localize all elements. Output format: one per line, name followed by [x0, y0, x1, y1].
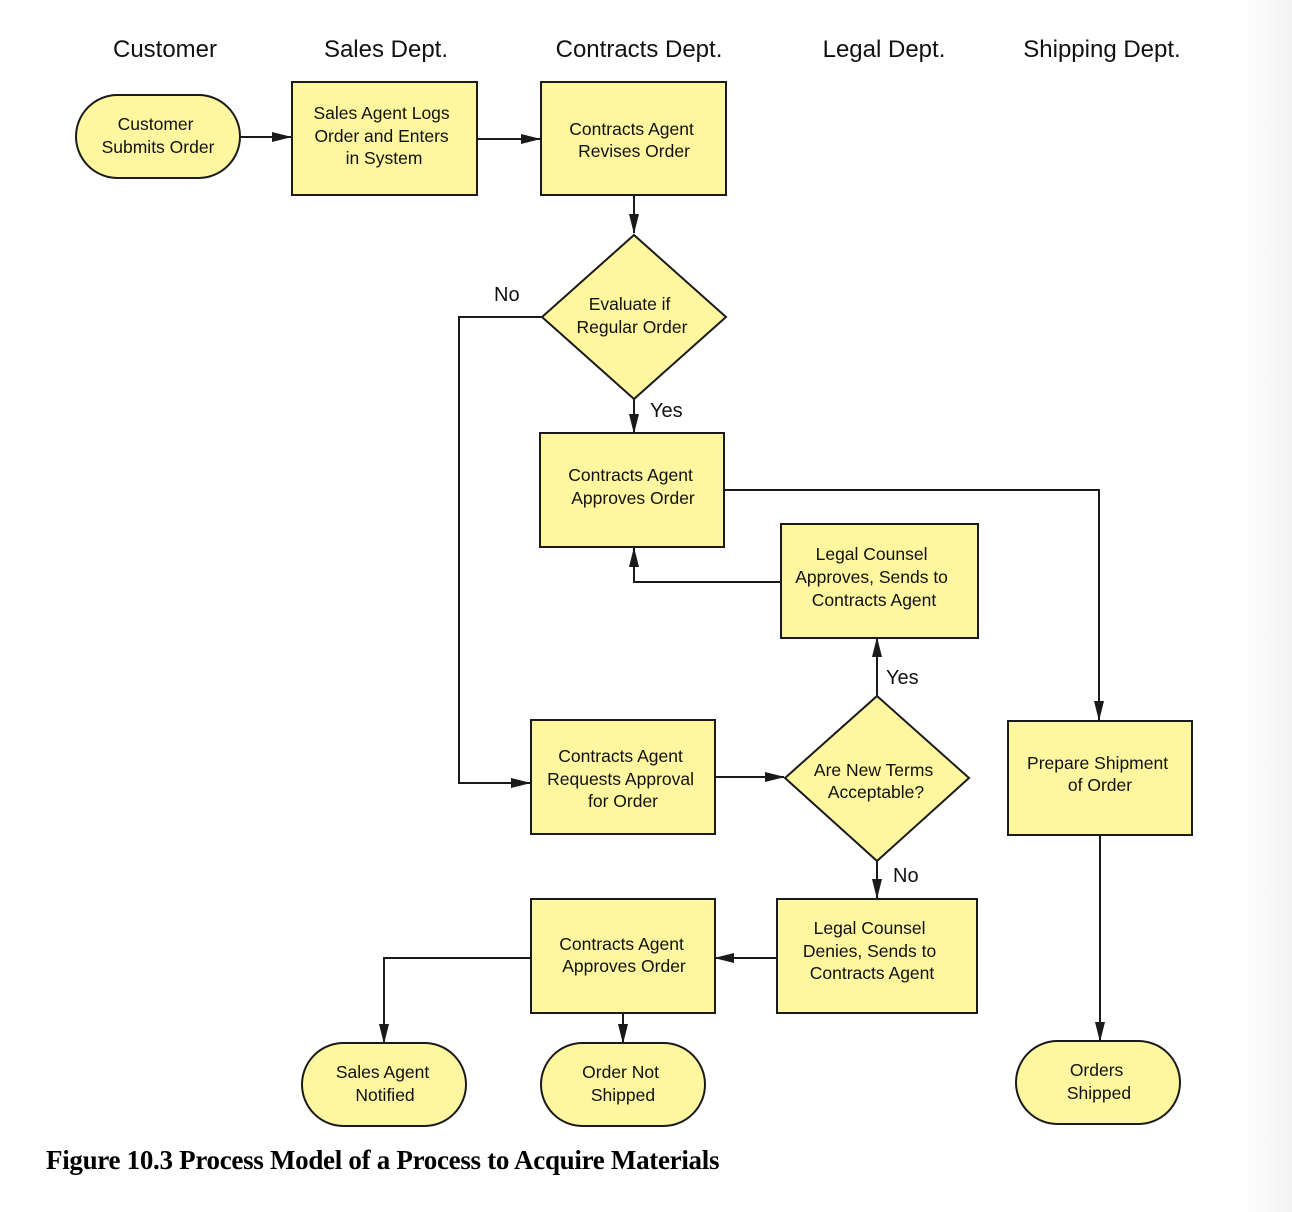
svg-text:Legal Counsel Approves,: Legal Counsel Approves, Sends to Contrac… [795, 544, 953, 610]
node-sales-notified-line-2: Notified [355, 1085, 414, 1105]
svg-text:Prepare Shipment of Orde: Prepare Shipment of Order [1027, 753, 1173, 795]
lane-header-sales: Sales Dept. [324, 36, 448, 63]
node-legal-denies-line-3: Contracts Agent [810, 963, 935, 983]
edge-approves2-to-notified [379, 957, 531, 1044]
svg-text:Contracts Agent Requests: Contracts Agent Requests Approval for Or… [547, 746, 699, 811]
svg-text:Legal Counsel Denies, Se: Legal Counsel Denies, Sends to Contracts… [803, 918, 941, 983]
svg-text:Orders Shipped: Orders Shipped [1067, 1060, 1131, 1103]
edge-approves-to-shipment [724, 489, 1104, 721]
svg-text:Sales Agent Notified: Sales Agent Notified [336, 1062, 434, 1105]
edges [240, 132, 1105, 1044]
node-contracts-approves-1: Contracts Agent Approves Order [539, 432, 725, 548]
node-contracts-revises-line-1: Contracts Agent [569, 119, 694, 139]
node-sales-logs-line-2: Order and Enters [314, 126, 448, 146]
node-customer-submits: Customer Submits Order [75, 94, 241, 179]
node-new-terms-line-1: Are New Terms [814, 760, 934, 780]
edge-legal-approves-to-approves [629, 547, 781, 583]
svg-text:Contracts Agent Revises: Contracts Agent Revises Order [569, 119, 698, 161]
lane-header-contracts: Contracts Dept. [556, 36, 723, 63]
node-orders-shipped: Orders Shipped [1015, 1040, 1181, 1125]
node-contracts-approves-2-line-1: Contracts Agent [559, 934, 684, 954]
node-contracts-revises: Contracts Agent Revises Order [540, 81, 727, 196]
edge-label-terms-yes: Yes [886, 667, 919, 689]
edge-label-evaluate-yes: Yes [650, 400, 683, 422]
node-sales-notified-line-1: Sales Agent [336, 1062, 430, 1082]
figure-caption: Figure 10.3 Process Model of a Process t… [46, 1145, 720, 1175]
lane-header-customer: Customer [113, 36, 217, 63]
node-legal-approves: Legal Counsel Approves, Sends to Contrac… [780, 523, 979, 639]
node-sales-logs: Sales Agent Logs Order and Enters in Sys… [291, 81, 478, 196]
node-legal-approves-line-1: Legal Counsel [816, 544, 928, 564]
svg-text:Sales Agent Logs Order a: Sales Agent Logs Order and Enters in Sys… [313, 103, 454, 168]
node-orders-shipped-line-2: Shipped [1067, 1083, 1131, 1103]
lane-header-legal: Legal Dept. [823, 36, 946, 63]
node-sales-notified: Sales Agent Notified [301, 1042, 467, 1127]
node-contracts-requests-line-2: Requests Approval [547, 769, 694, 789]
node-contracts-approves-2-line-2: Approves Order [562, 956, 686, 976]
node-legal-approves-line-2: Approves, Sends to [795, 567, 948, 587]
svg-text:Evaluate if Regular Orde: Evaluate if Regular Order [577, 294, 688, 337]
node-order-not-shipped-line-1: Order Not [582, 1062, 659, 1082]
svg-text:Customer Submits Order: Customer Submits Order [102, 114, 215, 157]
node-evaluate-regular-line-1: Evaluate if [589, 294, 671, 314]
node-contracts-requests: Contracts Agent Requests Approval for Or… [530, 719, 716, 835]
node-new-terms: Are New Terms Acceptable? [783, 694, 971, 863]
node-contracts-requests-line-1: Contracts Agent [558, 746, 683, 766]
node-sales-logs-line-1: Sales Agent Logs [313, 103, 449, 123]
node-legal-denies-line-2: Denies, Sends to [803, 941, 936, 961]
node-contracts-approves-1-line-1: Contracts Agent [568, 465, 693, 485]
node-sales-logs-line-3: in System [346, 148, 423, 168]
node-prepare-shipment-line-1: Prepare Shipment [1027, 753, 1168, 773]
node-legal-approves-line-3: Contracts Agent [812, 590, 937, 610]
node-orders-shipped-line-1: Orders [1070, 1060, 1124, 1080]
svg-text:Are New Terms Acceptable: Are New Terms Acceptable? [814, 760, 938, 802]
node-prepare-shipment: Prepare Shipment of Order [1007, 720, 1193, 836]
svg-text:Order Not Shipped: Order Not Shipped [582, 1062, 664, 1105]
edge-evaluate-no [458, 316, 542, 788]
node-new-terms-line-2: Acceptable? [828, 782, 925, 802]
edge-label-terms-no: No [893, 865, 919, 887]
node-legal-denies: Legal Counsel Denies, Sends to Contracts… [776, 898, 978, 1014]
node-legal-denies-line-1: Legal Counsel [814, 918, 926, 938]
node-contracts-revises-line-2: Revises Order [578, 141, 690, 161]
lane-header-shipping: Shipping Dept. [1023, 36, 1180, 63]
svg-text:Contracts Agent Approves: Contracts Agent Approves Order [568, 465, 697, 508]
node-contracts-requests-line-3: for Order [588, 791, 658, 811]
node-contracts-approves-2: Contracts Agent Approves Order [530, 898, 716, 1014]
edge-label-evaluate-no: No [494, 284, 520, 306]
node-contracts-approves-1-line-2: Approves Order [571, 488, 695, 508]
node-prepare-shipment-line-2: of Order [1068, 775, 1132, 795]
node-customer-submits-line-1: Customer [118, 114, 194, 134]
node-evaluate-regular-line-2: Regular Order [577, 317, 688, 337]
node-order-not-shipped: Order Not Shipped [540, 1042, 706, 1127]
svg-text:Contracts Agent Approves: Contracts Agent Approves Order [559, 934, 688, 976]
node-customer-submits-line-2: Submits Order [102, 137, 215, 157]
node-order-not-shipped-line-2: Shipped [591, 1085, 655, 1105]
node-evaluate-regular: Evaluate if Regular Order [540, 233, 728, 401]
